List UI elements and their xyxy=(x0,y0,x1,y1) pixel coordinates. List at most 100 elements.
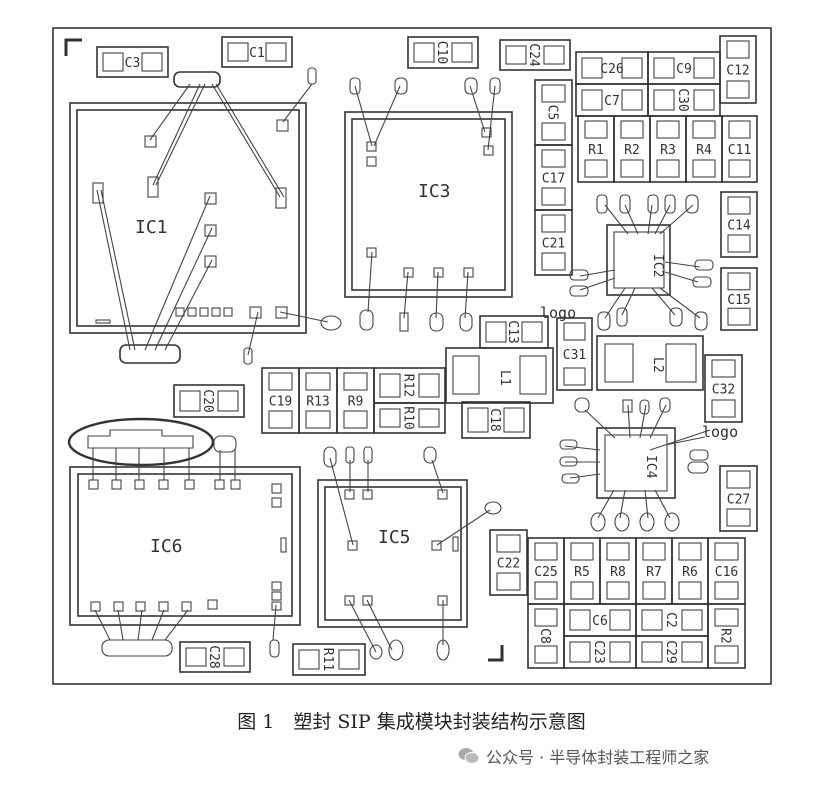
component-outline xyxy=(721,115,758,183)
component-c15: C15 xyxy=(720,267,758,331)
component-label: R10 xyxy=(401,406,416,429)
component-label: R2 xyxy=(718,628,733,644)
pad xyxy=(641,609,663,631)
pad xyxy=(653,57,675,79)
component-label: C28 xyxy=(206,645,221,668)
inductor-l1: L1 xyxy=(445,347,554,404)
component-r5: R5 xyxy=(563,537,601,605)
component-c6: C6 xyxy=(563,603,637,637)
figure-caption: 图 1 塑封 SIP 集成模块封装结构示意图 xyxy=(237,711,586,733)
watermark-text: 公众号 · 半导体封装工程师之家 xyxy=(486,748,710,767)
pad xyxy=(728,120,751,139)
pad xyxy=(569,609,591,631)
pad xyxy=(141,52,163,72)
component-c1: C1 xyxy=(221,36,293,68)
component-label: C27 xyxy=(727,493,750,508)
component-label: C24 xyxy=(526,43,541,67)
pad xyxy=(379,408,401,428)
pad xyxy=(714,645,739,664)
component-c32: C32 xyxy=(704,354,743,423)
pad xyxy=(692,120,716,139)
chip-ic2: IC2 xyxy=(569,194,714,331)
pad xyxy=(268,410,293,429)
l2-label: L2 xyxy=(650,357,665,373)
pad xyxy=(496,534,521,553)
component-label: C8 xyxy=(537,628,552,644)
pad xyxy=(678,581,702,600)
component-label: C22 xyxy=(497,557,520,572)
pad xyxy=(467,407,489,433)
pad xyxy=(692,159,716,178)
component-outline xyxy=(221,36,293,68)
component-label: C13 xyxy=(505,320,520,343)
pad xyxy=(570,581,594,600)
component-c8: C8 xyxy=(527,603,565,669)
pad xyxy=(534,645,558,664)
component-outline xyxy=(292,643,366,676)
pad xyxy=(534,581,558,600)
ic6-label: IC6 xyxy=(150,536,183,557)
pad xyxy=(418,408,440,428)
component-label: C14 xyxy=(727,219,751,234)
component-label: C3 xyxy=(125,56,141,71)
chip-ic5: IC5 xyxy=(317,446,502,661)
watermark: 公众号 · 半导体封装工程师之家 xyxy=(458,744,709,768)
pad xyxy=(693,89,715,111)
pad xyxy=(681,609,703,631)
pad xyxy=(584,120,608,139)
component-label: C17 xyxy=(542,172,565,187)
pad xyxy=(653,89,675,111)
component-outline xyxy=(719,35,757,104)
pad xyxy=(503,407,525,433)
component-c10: C10 xyxy=(407,36,479,69)
pad xyxy=(534,608,558,627)
wechat-icon xyxy=(458,748,480,764)
component-c19: C19 xyxy=(261,367,300,434)
component-r1: R1 xyxy=(577,115,615,183)
component-outline xyxy=(96,46,169,78)
component-outline xyxy=(704,354,743,423)
component-label: C23 xyxy=(591,640,606,663)
pad xyxy=(584,159,608,178)
pad xyxy=(268,372,293,391)
inductor-l2: L2 xyxy=(596,335,704,391)
pad xyxy=(343,410,368,429)
component-r7: R7 xyxy=(635,537,673,605)
component-outline xyxy=(173,384,245,418)
component-label: C1 xyxy=(249,46,265,61)
component-c30: C30 xyxy=(647,83,721,117)
pad xyxy=(726,80,750,99)
pad xyxy=(485,321,507,343)
pad xyxy=(541,252,566,271)
pad xyxy=(541,214,566,233)
pad xyxy=(693,57,715,79)
component-label: C9 xyxy=(676,62,692,77)
component-label: C29 xyxy=(663,640,678,663)
logo-mark-1: logo xyxy=(540,304,576,322)
component-label: C26 xyxy=(600,62,623,77)
pad xyxy=(223,647,245,667)
pad xyxy=(418,373,440,398)
component-outline xyxy=(489,529,528,596)
pad xyxy=(338,649,360,670)
pad xyxy=(711,359,736,378)
component-label: C15 xyxy=(727,293,750,308)
component-r9: R9 xyxy=(336,367,375,434)
component-label: C20 xyxy=(200,389,215,412)
component-c31: C31 xyxy=(556,317,593,391)
pad xyxy=(521,321,543,343)
component-c20: C20 xyxy=(173,384,245,418)
component-c5: C5 xyxy=(534,79,573,146)
component-c24: C24 xyxy=(499,39,571,71)
component-c14: C14 xyxy=(720,191,758,258)
pad xyxy=(185,647,207,667)
component-label: R2 xyxy=(624,143,640,158)
component-label: C16 xyxy=(715,565,738,580)
component-c22: C22 xyxy=(489,529,528,596)
pad xyxy=(379,373,401,398)
logo-mark-2: logo xyxy=(702,423,738,441)
component-label: R13 xyxy=(306,395,329,410)
pad xyxy=(714,542,739,561)
component-r8: R8 xyxy=(599,537,637,605)
